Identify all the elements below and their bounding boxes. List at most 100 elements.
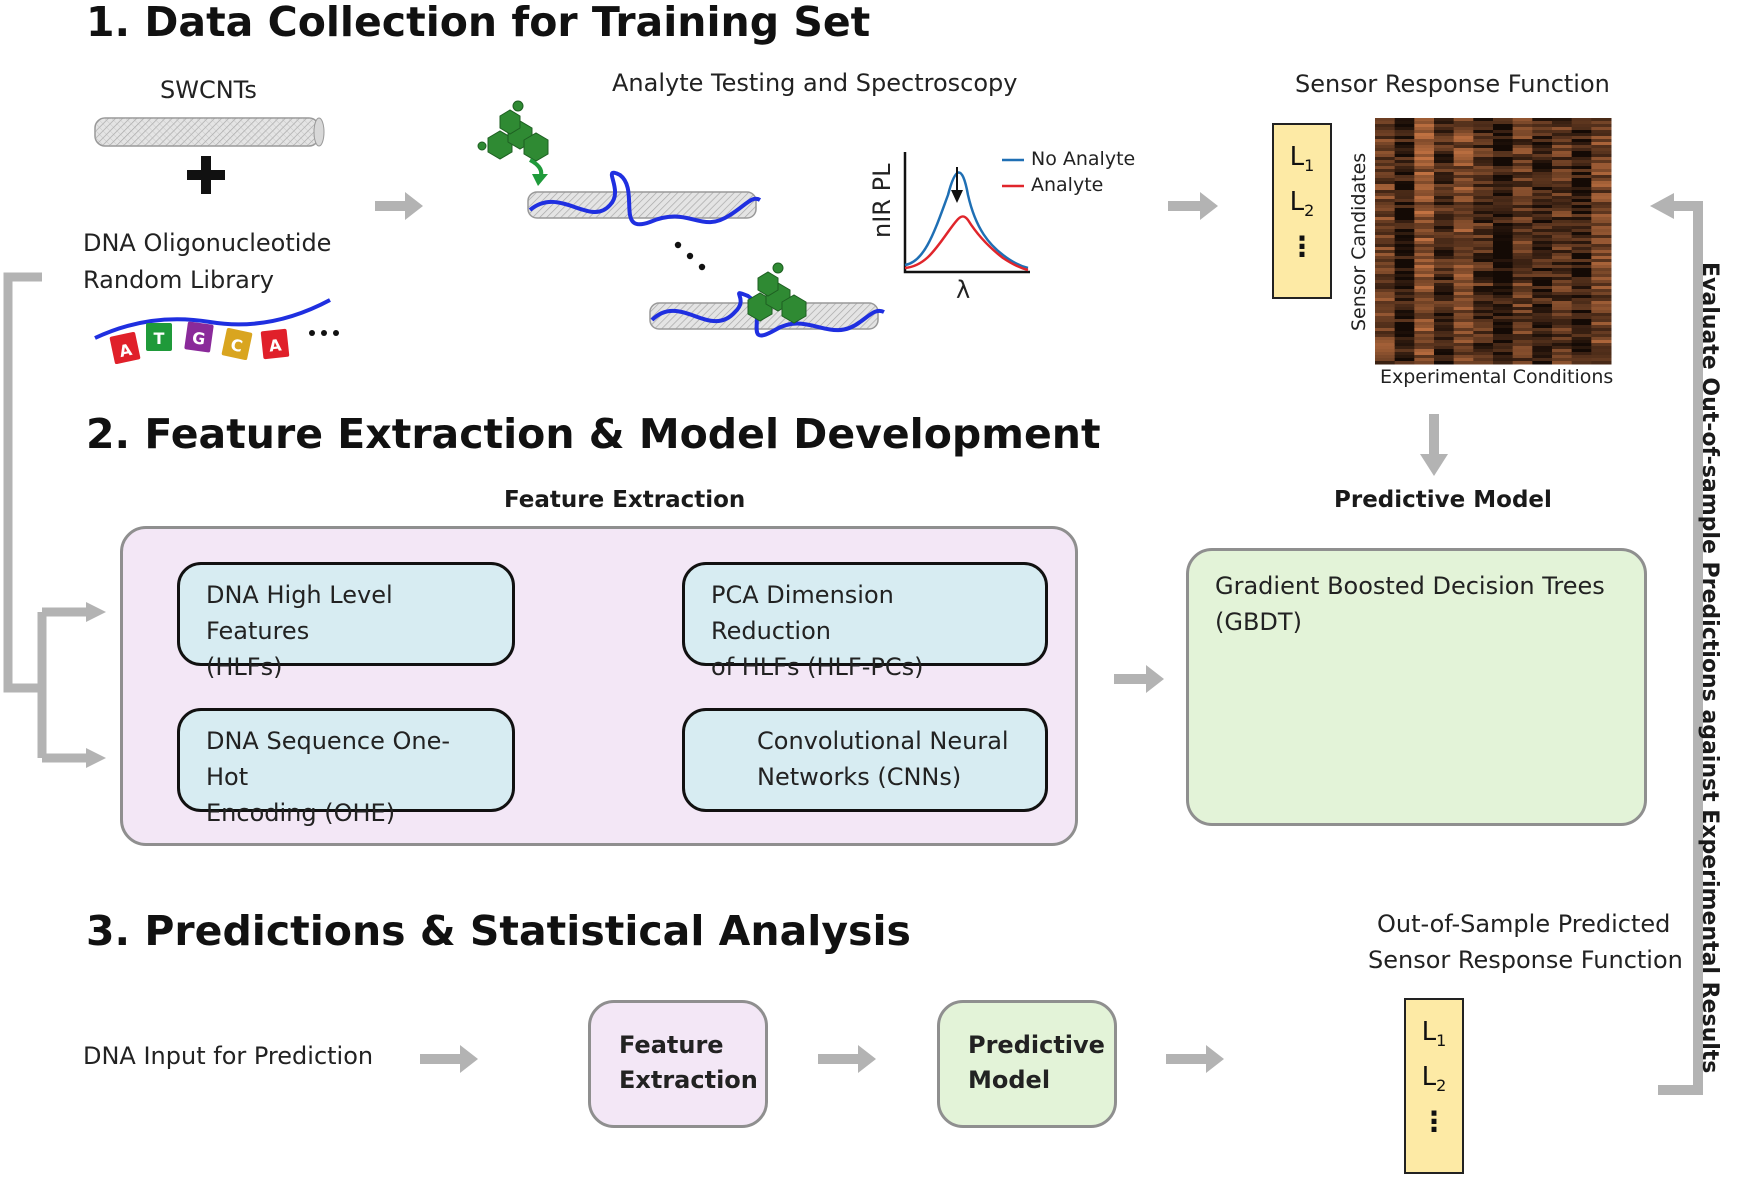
heatmap-cell: [1591, 277, 1612, 281]
heatmap-cell: [1473, 247, 1494, 251]
heatmap-cell: [1473, 136, 1494, 140]
heatmap-cell: [1453, 301, 1474, 305]
heatmap-cell: [1434, 292, 1455, 296]
heatmap-cell: [1493, 166, 1514, 170]
heatmap-cell: [1571, 133, 1592, 137]
heatmap-cell: [1571, 295, 1592, 299]
heatmap-cell: [1552, 241, 1573, 245]
dna-base-tags: A T G C A: [109, 321, 290, 365]
heatmap-cell: [1591, 154, 1612, 158]
heatmap-cell: [1571, 235, 1592, 239]
heatmap-cell: [1394, 124, 1415, 128]
heatmap-cell: [1394, 334, 1415, 338]
heatmap-cell: [1375, 190, 1396, 194]
heatmap-cell: [1394, 361, 1415, 365]
heatmap-cell: [1552, 145, 1573, 149]
heatmap-cell: [1512, 241, 1533, 245]
heatmap-cell: [1473, 181, 1494, 185]
heatmap-cell: [1453, 151, 1474, 155]
library-label-line1: DNA Oligonucleotide: [83, 229, 332, 257]
heatmap-cell: [1375, 301, 1396, 305]
heatmap-cell: [1434, 232, 1455, 236]
heatmap-cell: [1532, 199, 1553, 203]
heatmap-cell: [1571, 127, 1592, 131]
heatmap-cell: [1375, 268, 1396, 272]
heatmap-cell: [1532, 268, 1553, 272]
heatmap-cell: [1552, 208, 1573, 212]
heatmap-cell: [1571, 349, 1592, 353]
heatmap-cell: [1571, 286, 1592, 290]
heatmap-cell: [1512, 268, 1533, 272]
heatmap-cell: [1532, 337, 1553, 341]
heatmap-cell: [1493, 172, 1514, 176]
heatmap-cell: [1375, 361, 1396, 365]
heatmap-cell: [1394, 283, 1415, 287]
heatmap-cell: [1473, 331, 1494, 335]
heatmap-cell: [1473, 259, 1494, 263]
heatmap-cell: [1453, 352, 1474, 356]
heatmap-cell: [1453, 274, 1474, 278]
spectrum-xlabel: λ: [956, 276, 971, 304]
oos-label-line1: Out-of-Sample Predicted: [1377, 910, 1671, 938]
heatmap-cell: [1414, 259, 1435, 263]
heatmap-cell: [1571, 334, 1592, 338]
heatmap-cell: [1473, 184, 1494, 188]
heatmap-cell: [1493, 190, 1514, 194]
heatmap-cell: [1453, 358, 1474, 362]
heatmap-cell: [1532, 151, 1553, 155]
heatmap-cell: [1552, 118, 1573, 122]
heatmap-cell: [1453, 268, 1474, 272]
heatmap-cell: [1473, 283, 1494, 287]
heatmap-cell: [1493, 247, 1514, 251]
heatmap-cell: [1394, 148, 1415, 152]
heatmap-cell: [1571, 184, 1592, 188]
heatmap-cell: [1375, 196, 1396, 200]
heatmap-cell: [1532, 325, 1553, 329]
heatmap-cell: [1591, 136, 1612, 140]
heatmap-cell: [1571, 331, 1592, 335]
heatmap-cell: [1552, 175, 1573, 179]
heatmap-cell: [1591, 346, 1612, 350]
heatmap-cell: [1434, 265, 1455, 269]
heatmap-cell: [1512, 292, 1533, 296]
heatmap-cell: [1434, 133, 1455, 137]
pca-line1: PCA Dimension Reduction: [711, 581, 894, 645]
mini-feature-line2: Extraction: [619, 1066, 758, 1094]
heatmap-cell: [1571, 148, 1592, 152]
heatmap-cell: [1375, 244, 1396, 248]
heatmap-cell: [1512, 214, 1533, 218]
heatmap-cell: [1434, 361, 1455, 365]
heatmap-cell: [1414, 334, 1435, 338]
heatmap-cell: [1414, 262, 1435, 266]
heatmap-cell: [1453, 241, 1474, 245]
heatmap-cell: [1394, 181, 1415, 185]
heatmap-cell: [1453, 292, 1474, 296]
heatmap-cell: [1453, 223, 1474, 227]
heatmap-cell: [1591, 139, 1612, 143]
heatmap-cell: [1434, 190, 1455, 194]
heatmap-cell: [1493, 157, 1514, 161]
heatmap-cell: [1512, 301, 1533, 305]
heatmap-cell: [1414, 277, 1435, 281]
heatmap-cell: [1414, 142, 1435, 146]
heatmap-cell: [1375, 274, 1396, 278]
heatmap-cell: [1512, 310, 1533, 314]
heatmap-cell: [1434, 256, 1455, 260]
heatmap-cell: [1473, 340, 1494, 344]
heatmap-cell: [1552, 358, 1573, 362]
heatmap-cell: [1493, 301, 1514, 305]
sensor-response-heatmap: [1375, 118, 1612, 365]
heatmap-cell: [1394, 133, 1415, 137]
heatmap-cell: [1414, 265, 1435, 269]
heatmap-cell: [1414, 169, 1435, 173]
heatmap-cell: [1493, 214, 1514, 218]
gbdt-line2: (GBDT): [1215, 608, 1302, 636]
heatmap-cell: [1512, 304, 1533, 308]
heatmap-cell: [1453, 262, 1474, 266]
heatmap-cell: [1552, 298, 1573, 302]
heatmap-cell: [1571, 160, 1592, 164]
heatmap-cell: [1394, 289, 1415, 293]
heatmap-cell: [1532, 307, 1553, 311]
heatmap-cell: [1552, 238, 1573, 242]
heatmap-cell: [1434, 127, 1455, 131]
